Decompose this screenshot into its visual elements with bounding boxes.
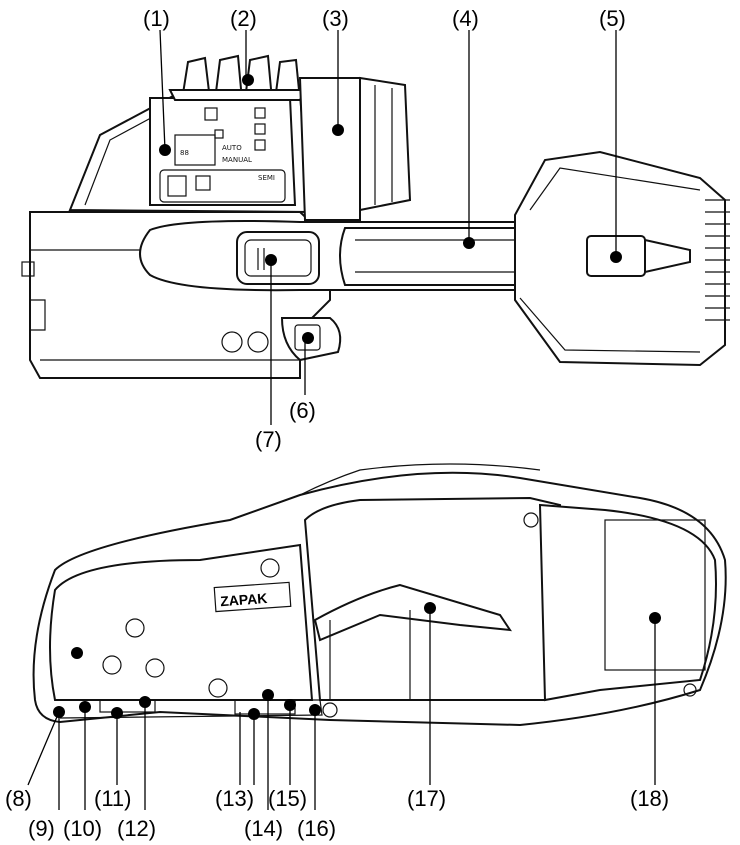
- rear-cover: [538, 503, 717, 702]
- callout-10: (10): [63, 816, 102, 841]
- leader-lines: [27, 29, 656, 810]
- svg-text:88: 88: [180, 149, 189, 157]
- panel-label-manual: MANUAL: [222, 156, 252, 164]
- panel-label-semi: SEMI: [258, 174, 275, 182]
- callout-18: (18): [630, 786, 669, 811]
- callout-2: (2): [230, 6, 257, 31]
- callout-9: (9): [28, 816, 55, 841]
- callout-12: (12): [117, 816, 156, 841]
- callout-7: (7): [255, 427, 282, 452]
- callout-15: (15): [268, 786, 307, 811]
- callout-6: (6): [289, 398, 316, 423]
- tension-lever: [313, 583, 513, 642]
- callout-4: (4): [452, 6, 479, 31]
- callout-labels: (1) (2) (3) (4) (5) (6) (7) (8) (9) (10)…: [5, 6, 669, 841]
- top-view: 88 AUTO MANUAL SEMI: [21, 54, 730, 379]
- brand-logo: ZAPAK: [213, 581, 292, 613]
- motor-cover: [298, 76, 412, 221]
- callout-1: (1): [143, 6, 170, 31]
- side-plate: [49, 543, 314, 701]
- logo-text: ZAPAK: [220, 590, 268, 609]
- top-knobs: [168, 54, 307, 101]
- callout-13: (13): [215, 786, 254, 811]
- side-view: ZAPAK: [32, 463, 727, 727]
- callout-14: (14): [244, 816, 283, 841]
- callout-16: (16): [297, 816, 336, 841]
- callout-3: (3): [322, 6, 349, 31]
- trigger-button: [236, 231, 320, 285]
- callout-17: (17): [407, 786, 446, 811]
- callout-11: (11): [94, 786, 132, 811]
- callout-8: (8): [5, 786, 32, 811]
- panel-label-auto: AUTO: [222, 144, 242, 152]
- callout-dots: [53, 74, 661, 720]
- callout-5: (5): [599, 6, 626, 31]
